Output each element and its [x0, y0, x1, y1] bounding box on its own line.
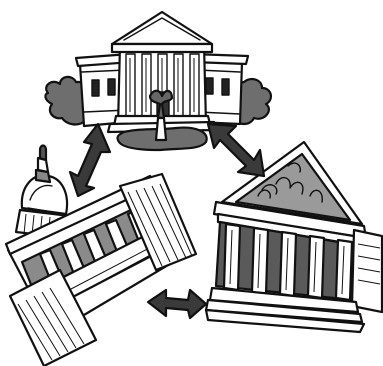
capitol-building-icon	[6, 146, 196, 366]
supreme-court-icon	[206, 142, 382, 332]
white-house-icon	[45, 12, 271, 150]
arrow-executive-legislative	[70, 124, 110, 196]
court-side-wing	[352, 230, 382, 312]
capitol-statue	[40, 146, 46, 161]
arrow-legislative-judicial	[148, 290, 206, 318]
bush-left	[45, 77, 86, 125]
arrow-executive-judicial	[208, 124, 264, 176]
portico-pediment	[112, 12, 212, 44]
